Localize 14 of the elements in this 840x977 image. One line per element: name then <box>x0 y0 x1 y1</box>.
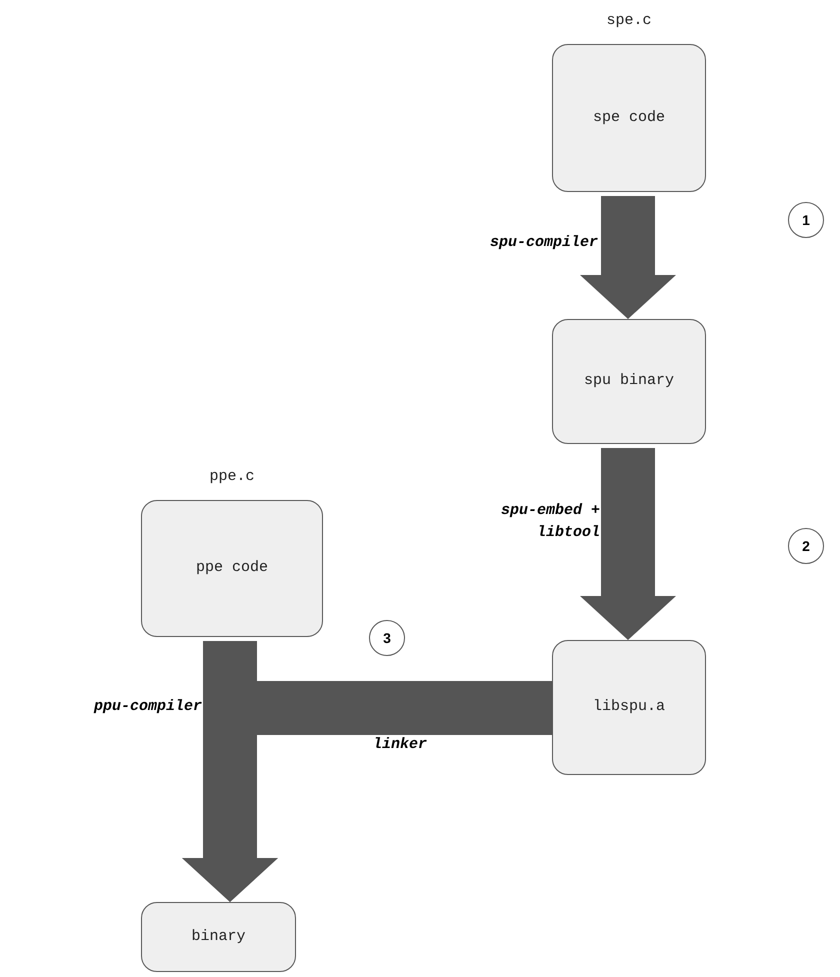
edge-label: spu-embed + libtool <box>500 501 600 543</box>
process-box: libspu.a <box>552 640 706 775</box>
process-box: spe code <box>552 44 706 192</box>
edge-label: linker <box>372 735 428 755</box>
process-box: spu binary <box>552 319 706 444</box>
block-arrow <box>580 196 676 319</box>
block-arrow <box>580 448 676 640</box>
process-box: binary <box>141 902 296 972</box>
block-arrow <box>182 681 552 902</box>
file-name: spe.c <box>605 11 652 31</box>
edge-label: ppu-compiler <box>92 697 202 717</box>
process-box: ppe code <box>141 500 323 637</box>
file-name: ppe.c <box>208 467 256 487</box>
edge-label: spu-compiler <box>488 233 598 253</box>
